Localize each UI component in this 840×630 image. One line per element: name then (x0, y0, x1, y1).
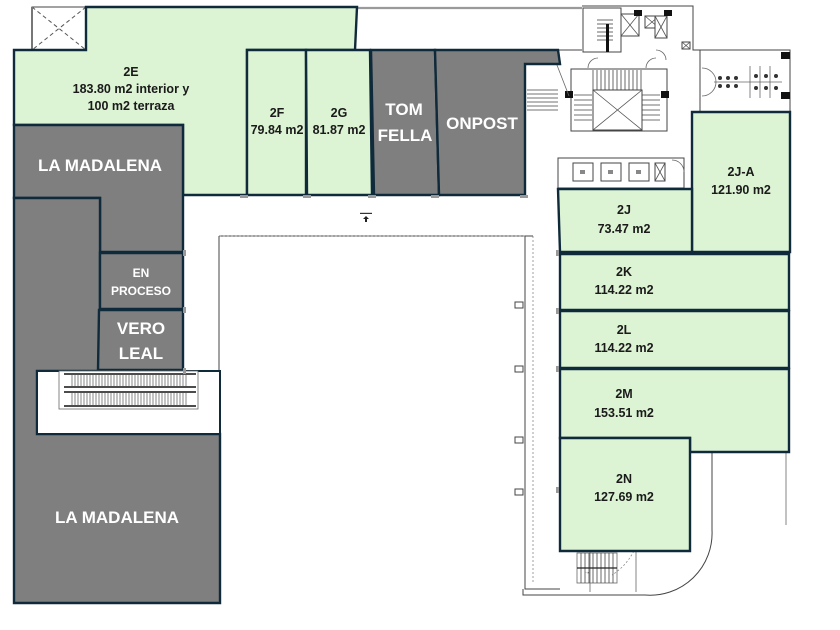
tenant-vero-leal[interactable]: VERO LEAL (96, 308, 185, 372)
unit-2JA[interactable]: 2J-A 121.90 m2 (690, 110, 792, 254)
service-core (527, 7, 791, 189)
unit-2L-area: 114.22 m2 (594, 341, 653, 355)
unit-2G-name: 2G (331, 106, 348, 120)
unit-2N-area: 127.69 m2 (594, 490, 654, 504)
stairs-arrow-icon: ⇢ (585, 570, 589, 575)
tenant-vero-leal-line2: LEAL (119, 344, 163, 363)
unit-2M-name: 2M (615, 387, 632, 401)
unit-2K[interactable]: 2K 114.22 m2 (558, 252, 791, 312)
unit-2E-area-interior: 183.80 m2 interior y (73, 82, 190, 96)
escalator-icon (36, 370, 221, 435)
stairs-lower: ⇢ (576, 552, 618, 584)
unit-2E-area-terrace: 100 m2 terraza (88, 99, 176, 113)
unit-2J-area: 73.47 m2 (598, 222, 651, 236)
unit-2F-area: 79.84 m2 (251, 123, 304, 137)
unit-2L[interactable]: 2L 114.22 m2 (558, 309, 791, 370)
courtyard-void: ▬▬▬ (218, 210, 713, 596)
unit-2J-name: 2J (617, 203, 631, 217)
unit-2JA-name: 2J-A (727, 165, 754, 179)
tenant-tom-fella-line2: FELLA (378, 126, 433, 145)
unit-2N-name: 2N (616, 472, 632, 486)
arrow-marker-icon (363, 216, 369, 222)
tenant-en-proceso-line1: EN (133, 266, 150, 280)
tenant-onpost-name: ONPOST (446, 114, 518, 133)
unit-2N[interactable]: 2N 127.69 m2 (558, 436, 692, 553)
void-icon (31, 6, 87, 51)
tenant-en-proceso-line2: PROCESO (111, 284, 171, 298)
unit-2K-area: 114.22 m2 (594, 283, 653, 297)
marker-label: ▬▬▬ (360, 210, 372, 215)
restroom-icon (699, 49, 791, 113)
unit-2K-name: 2K (616, 265, 632, 279)
unit-2J[interactable]: 2J 73.47 m2 (556, 187, 694, 254)
unit-2F-name: 2F (270, 106, 285, 120)
tenant-la-madalena-top-name: LA MADALENA (38, 156, 162, 175)
column-markers (183, 195, 559, 493)
unit-2E-name: 2E (123, 65, 138, 79)
tenant-tom-fella-line1: TOM (385, 100, 422, 119)
unit-2G-area: 81.87 m2 (313, 123, 366, 137)
tenant-en-proceso[interactable]: EN PROCESO (98, 251, 185, 311)
tenant-tom-fella[interactable]: TOM FELLA (369, 48, 441, 197)
tenant-la-madalena-bottom-name: LA MADALENA (55, 508, 179, 527)
unit-2L-name: 2L (617, 323, 632, 337)
unit-2M-area: 153.51 m2 (594, 406, 654, 420)
tenant-vero-leal-line1: VERO (117, 319, 165, 338)
unit-2F[interactable]: 2F 79.84 m2 (245, 48, 308, 197)
unit-2JA-area: 121.90 m2 (711, 183, 771, 197)
unit-2G[interactable]: 2G 81.87 m2 (304, 48, 374, 197)
tenant-onpost[interactable]: ONPOST (433, 48, 562, 197)
